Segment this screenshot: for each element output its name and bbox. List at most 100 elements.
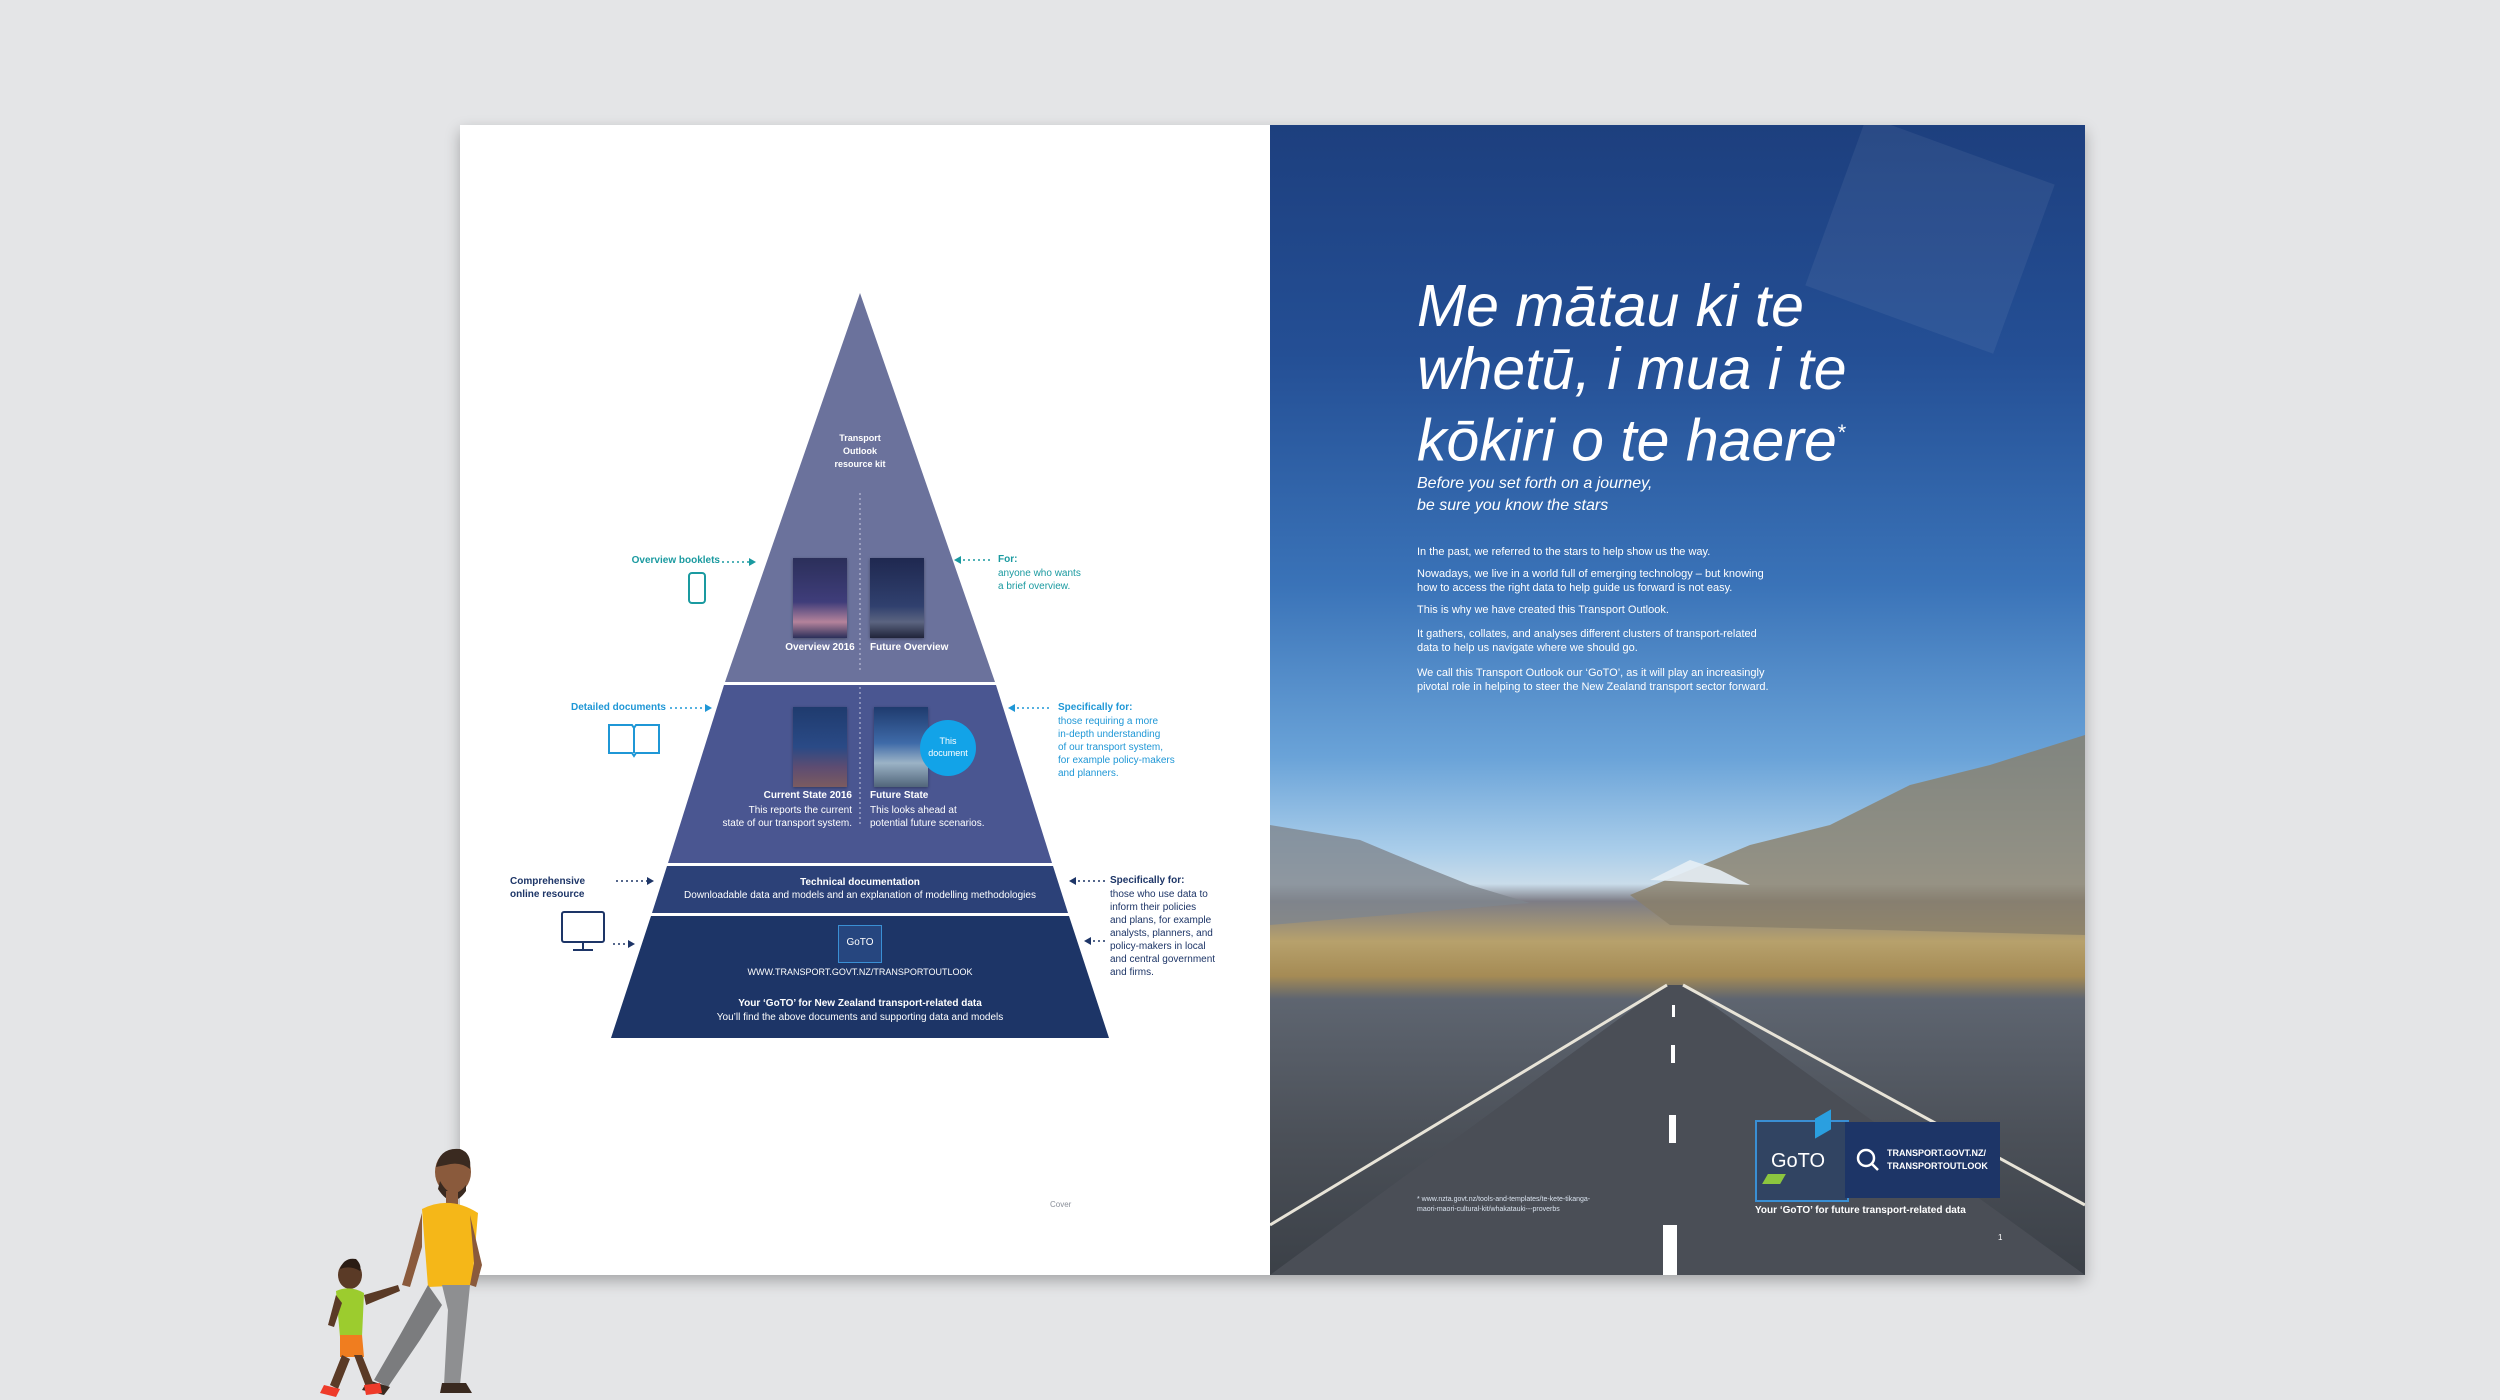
apex-title-line: resource kit [834, 459, 886, 469]
desc-line: state of our transport system. [722, 818, 853, 829]
pyramid-tier-3 [652, 866, 1068, 913]
url-line: TRANSPORT.GOVT.NZ/ [1887, 1148, 1987, 1158]
headline-line: kōkiri o te haere [1417, 407, 1837, 474]
audience-line: for example policy-makers [1058, 755, 1175, 766]
paragraph-line: This is why we have created this Transpo… [1417, 604, 1669, 616]
detailed-documents-label: Detailed documents [570, 702, 666, 713]
right-page: Me mātau ki te whetū, i mua i te kōkiri … [1270, 125, 2085, 1275]
audience-line: and central government [1110, 954, 1216, 965]
arrow-icon [1084, 937, 1091, 945]
arrow-icon [705, 704, 712, 712]
road-landscape-graphic [1270, 735, 2085, 1275]
overview-2016-label: Overview 2016 [785, 642, 855, 653]
paragraph-line: data to help us navigate where we should… [1417, 642, 1638, 654]
road-edge-right [1682, 983, 2085, 1207]
badge-line: This [939, 736, 957, 746]
arrow-icon [628, 940, 635, 948]
comprehensive-online-resource-label: Comprehensive online resource [510, 875, 610, 901]
goto-logo-small: GoTO [838, 925, 882, 963]
monitor-icon [561, 911, 605, 951]
url-text: TRANSPORT.GOVT.NZ/ TRANSPORTOUTLOOK [1887, 1147, 1988, 1173]
arrow-icon [1069, 877, 1076, 885]
tier3-audience: those who use data to inform their polic… [1110, 888, 1258, 979]
overview-booklets-label: Overview booklets [631, 555, 720, 566]
paragraph-line: how to access the right data to help gui… [1417, 582, 1733, 594]
audience-line: those requiring a more [1058, 716, 1159, 727]
audience-line: anyone who wants [998, 568, 1081, 579]
future-overview-cover [870, 558, 924, 638]
apex-title-line: Outlook [843, 446, 877, 456]
tier2-audience: those requiring a more in-depth understa… [1058, 715, 1198, 780]
road-marking [1672, 1005, 1675, 1017]
specifically-for-label: Specifically for: [1110, 875, 1185, 886]
url-line: TRANSPORTOUTLOOK [1887, 1161, 1988, 1171]
goto-logo: GoTO [1755, 1109, 1849, 1202]
maori-proverb-headline: Me mātau ki te whetū, i mua i te kōkiri … [1417, 275, 1917, 473]
logo-ribbon [1762, 1174, 1786, 1184]
headline-line: Me mātau ki te [1417, 273, 1804, 339]
footnote-line: maori-maori-cultural-kit/whakatauki---pr… [1417, 1206, 1560, 1213]
desc-line: This looks ahead at [870, 805, 957, 816]
label-line: online resource [510, 889, 585, 900]
transport-outlook-url[interactable]: WWW.TRANSPORT.GOVT.NZ/TRANSPORTOUTLOOK [747, 967, 973, 977]
this-document-badge: This document [920, 720, 976, 776]
future-state-cover [874, 707, 928, 787]
technical-documentation-desc: Downloadable data and models and an expl… [684, 890, 1036, 901]
left-page: Transport Outlook resource kit Overview … [460, 125, 1270, 1275]
goto-logo-text: GoTO [1771, 1150, 1826, 1172]
document-spread: Transport Outlook resource kit Overview … [460, 125, 2085, 1275]
child-figure [320, 1258, 400, 1397]
badge-text: This document [920, 735, 976, 759]
paragraph-line: In the past, we referred to the stars to… [1417, 546, 1711, 558]
desc-line: This reports the current [748, 805, 852, 816]
audience-line: inform their policies [1110, 902, 1197, 913]
search-icon [1856, 1148, 1879, 1171]
paragraph-line: It gathers, collates, and analyses diffe… [1417, 628, 1757, 640]
future-state-label: Future State [870, 790, 929, 801]
goto-desc: You’ll find the above documents and supp… [716, 1012, 1004, 1023]
road-marking [1663, 1225, 1677, 1275]
for-label: For: [998, 554, 1018, 565]
audience-line: in-depth understanding [1058, 729, 1161, 740]
future-state-desc: This looks ahead at potential future sce… [870, 804, 1010, 830]
road-marking [1671, 1045, 1675, 1063]
goto-logo-text: GoTO [846, 937, 874, 948]
goto-title: Your ‘GoTO’ for New Zealand transport-re… [738, 998, 982, 1009]
audience-line: analysts, planners, and [1110, 928, 1213, 939]
body-paragraph: In the past, we referred to the stars to… [1417, 545, 1827, 559]
body-paragraph: We call this Transport Outlook our ‘GoTO… [1417, 666, 1827, 694]
mountain-left [1270, 825, 1530, 925]
adult-figure [362, 1148, 482, 1395]
goto-tagline: Your ‘GoTO’ for future transport-related… [1755, 1205, 1966, 1216]
arrow-icon [749, 558, 756, 566]
pyramid-tier-4 [611, 916, 1109, 1038]
overview-2016-cover [793, 558, 847, 638]
arrow-icon [1008, 704, 1015, 712]
audience-line: and firms. [1110, 967, 1154, 978]
audience-line: policy-makers in local [1110, 941, 1206, 952]
arrow-icon [954, 556, 961, 564]
search-url-box[interactable]: TRANSPORT.GOVT.NZ/ TRANSPORTOUTLOOK [1845, 1122, 2000, 1198]
audience-line: of our transport system, [1058, 742, 1164, 753]
body-paragraph: This is why we have created this Transpo… [1417, 603, 1827, 617]
paragraph-line: We call this Transport Outlook our ‘GoTO… [1417, 667, 1765, 679]
current-state-cover [793, 707, 847, 787]
subhead-line: Before you set forth on a journey, [1417, 475, 1653, 492]
book-icon [608, 724, 660, 758]
mountain-right [1630, 735, 2085, 935]
pyramid-graphic [561, 293, 1109, 1038]
footnote-line: * www.nzta.govt.nz/tools-and-templates/t… [1417, 1196, 1591, 1203]
desc-line: potential future scenarios. [870, 818, 985, 829]
road-edge-left [1270, 983, 1668, 1227]
label-line: Comprehensive [510, 876, 586, 887]
audience-line: and plans, for example [1110, 915, 1212, 926]
footnote-mark: * [1836, 420, 1846, 445]
badge-line: document [928, 748, 968, 758]
future-overview-label: Future Overview [870, 642, 949, 653]
paragraph-line: pivotal role in helping to steer the New… [1417, 681, 1769, 693]
walking-family-illustration [320, 1148, 482, 1397]
tablet-icon [688, 572, 706, 604]
footnote: * www.nzta.govt.nz/tools-and-templates/t… [1417, 1195, 1677, 1215]
tier1-audience: anyone who wants a brief overview. [998, 567, 1108, 593]
arrow-icon [647, 877, 654, 885]
